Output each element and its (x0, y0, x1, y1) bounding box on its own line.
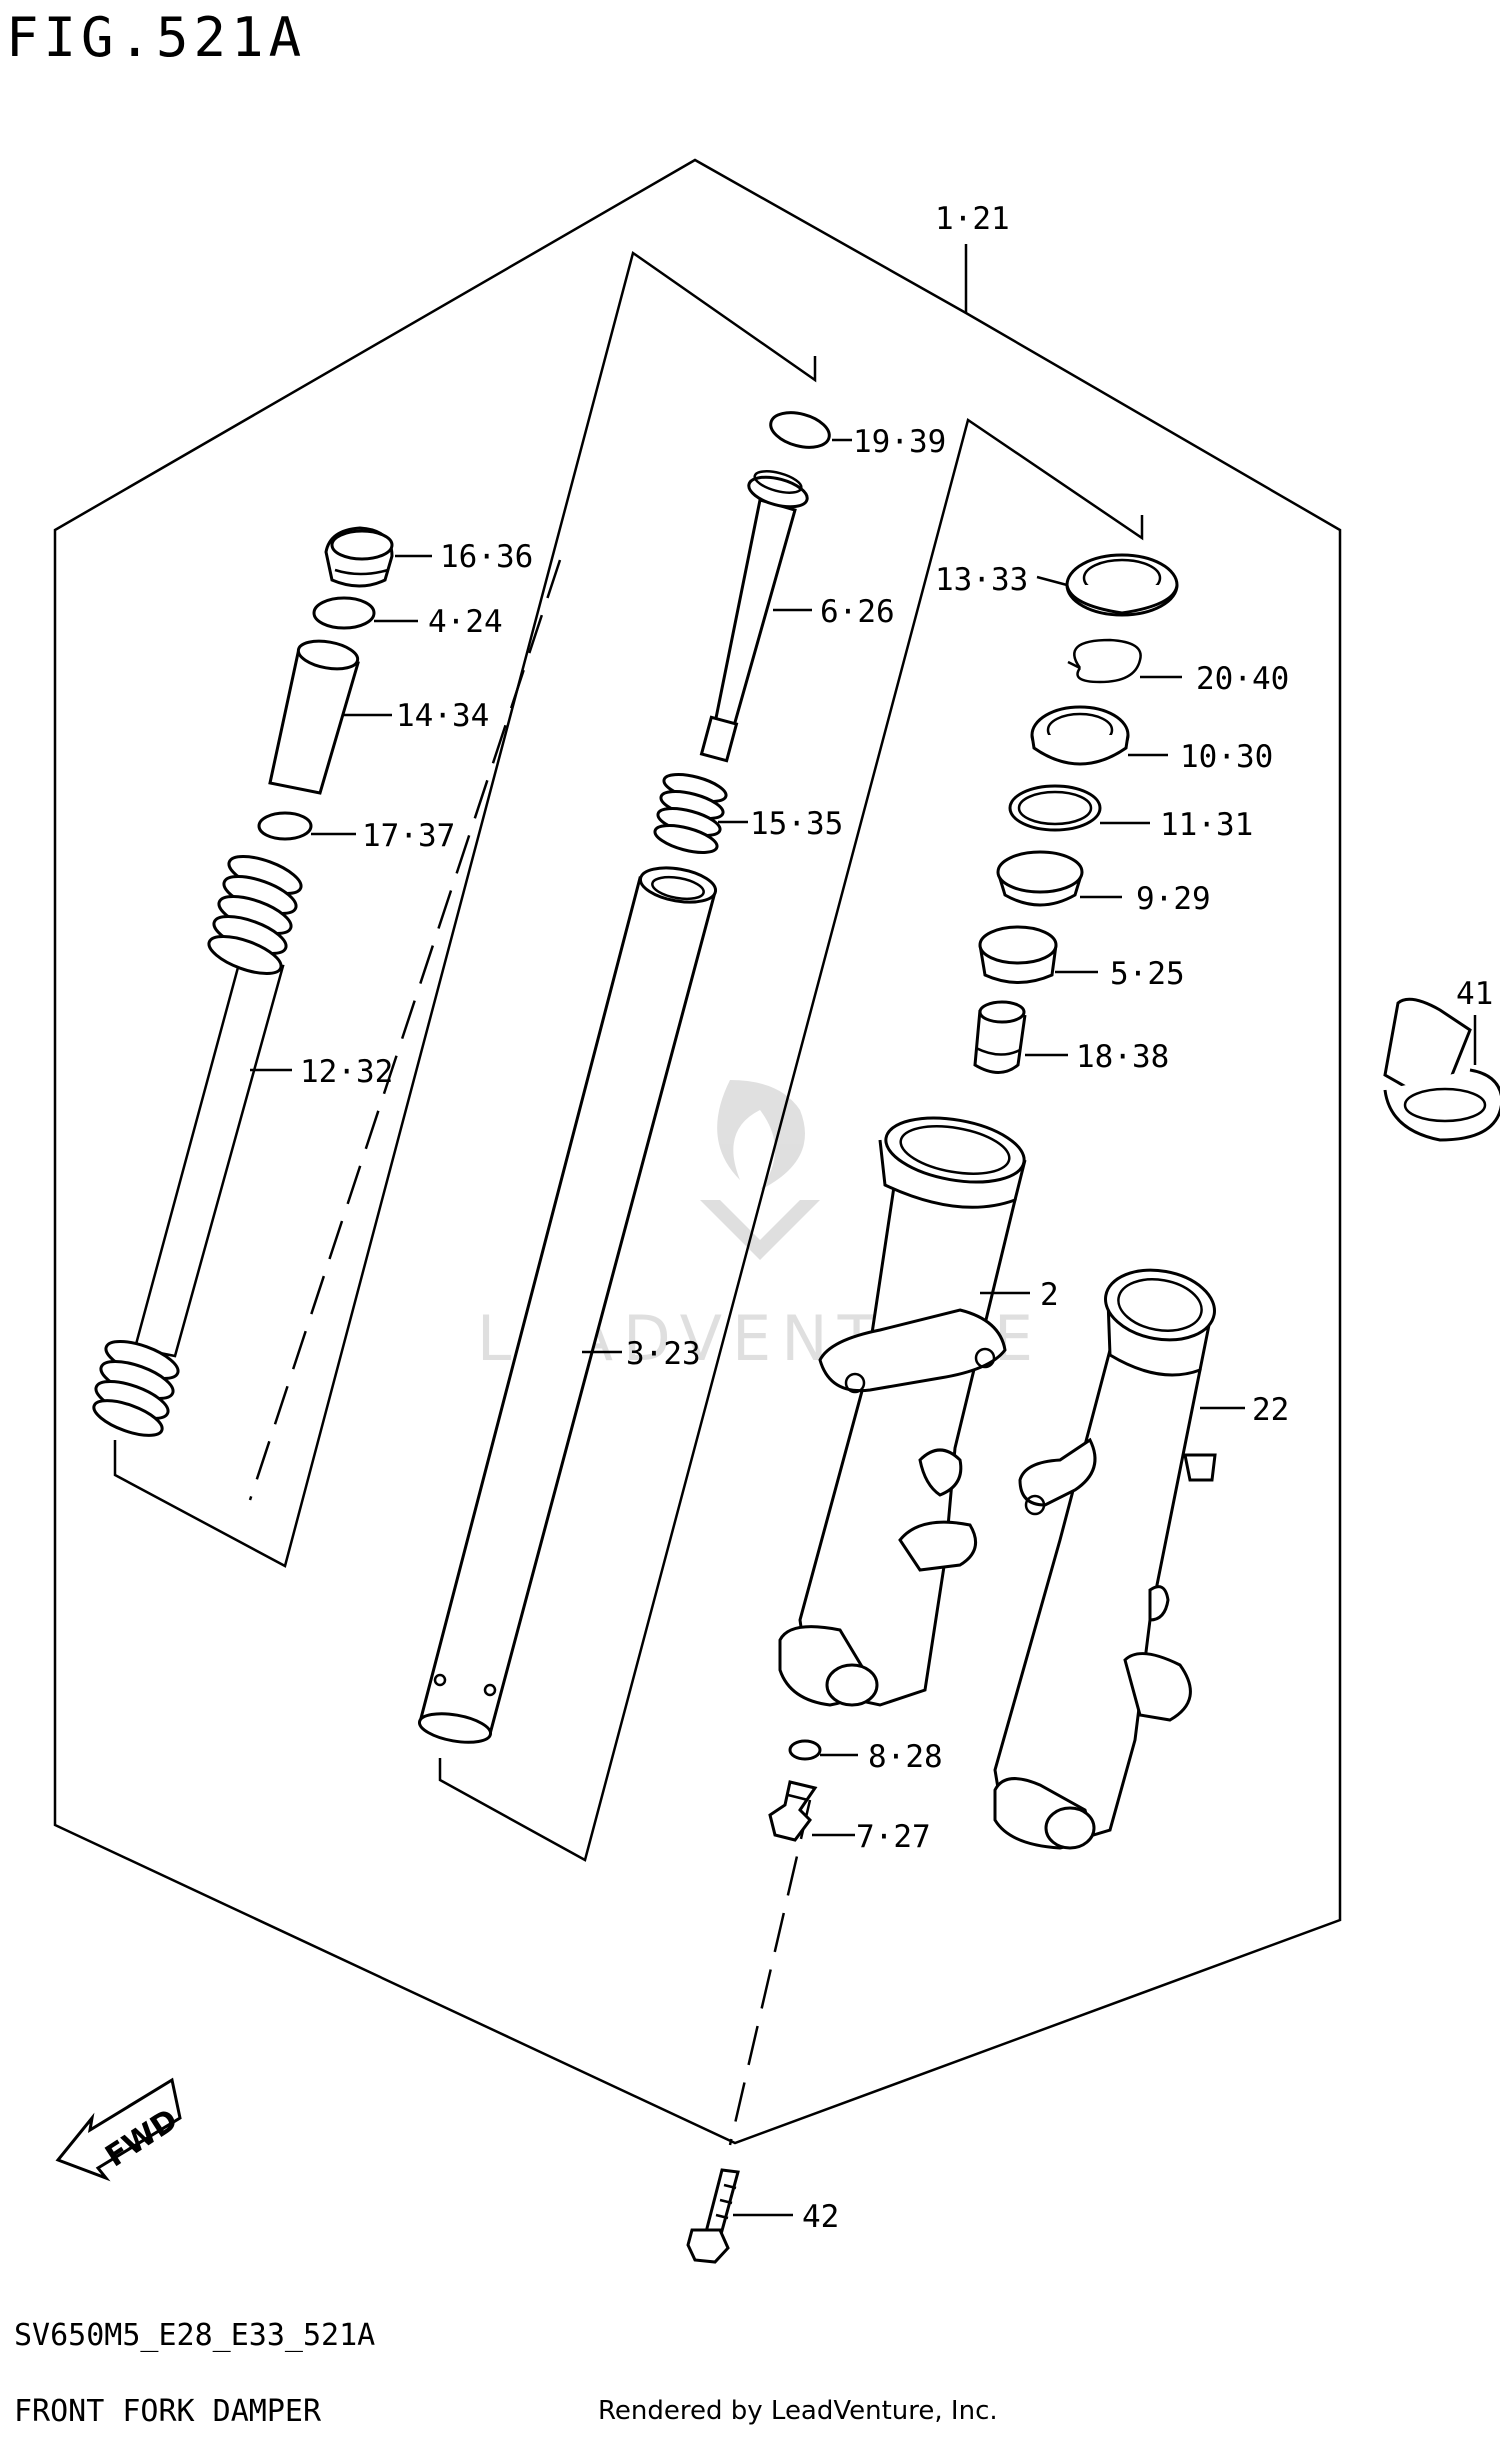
stopper-ring-20 (1067, 638, 1142, 684)
cap-bolt-16 (324, 526, 394, 588)
callout-20: 20·40 (1196, 661, 1289, 697)
axle-pinch-bolt-42 (686, 2168, 740, 2264)
callout-8: 8·28 (868, 1739, 943, 1775)
oil-lock-piece-18 (973, 1000, 1027, 1074)
outer-tube-2 (778, 1116, 1027, 1707)
callout-10: 10·30 (1180, 739, 1273, 775)
dust-seal-13 (1065, 553, 1179, 617)
centerline-left (248, 559, 562, 1501)
callout-12: 12·32 (300, 1054, 393, 1090)
callout-22: 22 (1252, 1392, 1289, 1428)
gasket-8 (788, 1739, 822, 1761)
guide-bushing-9 (996, 850, 1084, 907)
callout-13: 13·33 (935, 562, 1028, 598)
inner-tube-outline-left (113, 250, 817, 1568)
figure-description: FRONT FORK DAMPER (14, 2394, 322, 2429)
oil-seal-10 (1030, 705, 1130, 766)
figure-title: FIG.521A (6, 6, 307, 69)
outer-tube-22 (993, 1268, 1217, 1850)
assembly-outline (53, 158, 1342, 2145)
centerline-bolt (728, 1799, 812, 2146)
leader-13 (1036, 575, 1068, 587)
ring-19 (769, 411, 831, 449)
callout-1: 1·21 (935, 201, 1010, 237)
o-ring-4 (312, 596, 376, 630)
inner-tube-3 (417, 866, 718, 1744)
spacer-tube-14 (268, 639, 360, 795)
damper-rod-6 (699, 470, 809, 763)
callout-19: 19·39 (853, 424, 946, 460)
fork-guard-41 (1383, 997, 1500, 1142)
callout-4: 4·24 (428, 604, 503, 640)
render-credit: Rendered by LeadVenture, Inc. (598, 2396, 998, 2426)
callout-18: 18·38 (1076, 1039, 1169, 1075)
slide-bushing-5 (978, 925, 1058, 984)
washer-17 (257, 811, 313, 841)
callout-5: 5·25 (1110, 956, 1185, 992)
damper-rod-bolt-7 (768, 1780, 818, 1842)
model-code: SV650M5_E28_E33_521A (14, 2318, 376, 2353)
callout-9: 9·29 (1136, 881, 1211, 917)
callout-7: 7·27 (856, 1819, 931, 1855)
rebound-spring-15 (653, 773, 728, 854)
callout-3: 3·23 (626, 1336, 701, 1372)
callout-6: 6·26 (820, 594, 895, 630)
callout-14: 14·34 (396, 698, 489, 734)
callout-17: 17·37 (362, 818, 455, 854)
callout-2: 2 (1040, 1277, 1059, 1313)
callout-11: 11·31 (1160, 807, 1253, 843)
callout-42: 42 (802, 2199, 839, 2235)
fork-spring-12 (92, 855, 303, 1437)
washer-11 (1008, 784, 1102, 832)
callout-16: 16·36 (440, 539, 533, 575)
fwd-direction-arrow: FWD (55, 2077, 184, 2182)
inner-tube-outline-right (438, 417, 1144, 1862)
callout-41: 41 (1456, 976, 1493, 1012)
callout-labels: 1·21 19·39 16·36 13·33 6·26 4·24 20·40 1… (300, 201, 1493, 2235)
callout-15: 15·35 (750, 806, 843, 842)
